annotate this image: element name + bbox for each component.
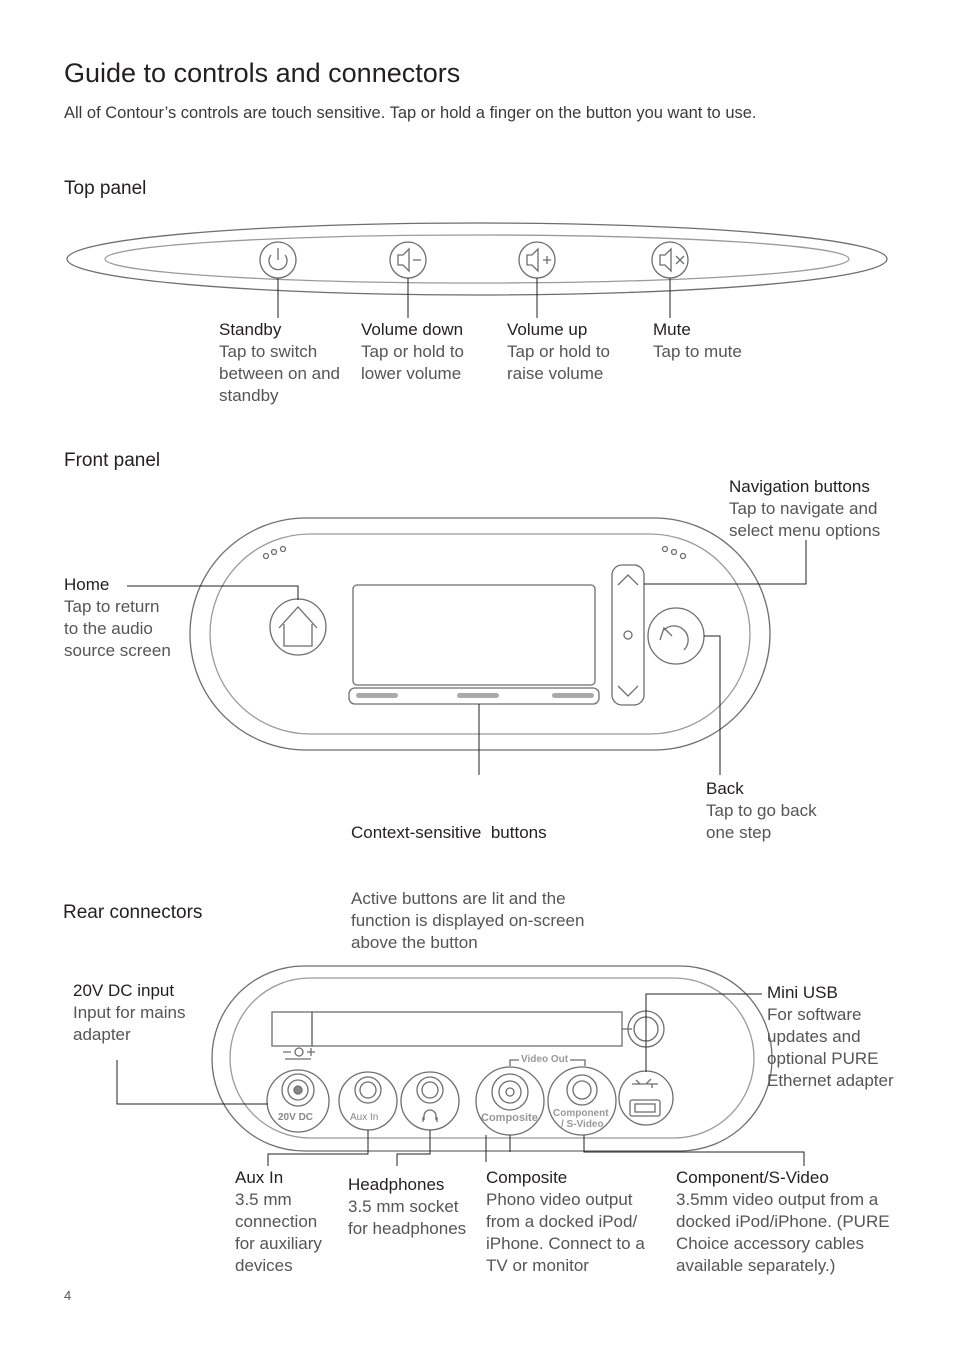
- chevron-up-icon: [617, 574, 639, 586]
- dc-input-socket[interactable]: [266, 1069, 330, 1133]
- home-title: Home: [64, 575, 110, 594]
- mute-desc: Tap to mute: [653, 342, 742, 361]
- standby-title: Standby: [219, 320, 282, 339]
- dc-socket-label: 20V DC: [278, 1112, 314, 1123]
- context-label: Context-sensitive buttons Active buttons…: [351, 778, 584, 976]
- headphones-title: Headphones: [348, 1175, 445, 1194]
- home-label: Home Tap to return to the audio source s…: [64, 574, 171, 662]
- intro-text: All of Contour’s controls are touch sens…: [64, 104, 757, 122]
- mute-button[interactable]: [651, 241, 689, 279]
- rear-connectors-heading: Rear connectors: [63, 902, 203, 923]
- headphones-desc: 3.5 mm socket for headphones: [348, 1197, 467, 1238]
- volume-down-button[interactable]: [389, 241, 427, 279]
- composite-socket[interactable]: [475, 1066, 545, 1136]
- back-arrow-icon: [663, 625, 689, 651]
- dc-input-title: 20V DC input: [73, 981, 175, 1000]
- composite-socket-label: Composite: [481, 1112, 538, 1124]
- mini-usb-desc: For software updates and optional PURE E…: [767, 1005, 894, 1090]
- component-socket[interactable]: [547, 1066, 617, 1136]
- speaker-mute-icon: [659, 247, 672, 273]
- mute-title: Mute: [653, 320, 691, 339]
- navigation-label: Navigation buttons Tap to navigate and s…: [729, 476, 880, 542]
- context-button-1[interactable]: [356, 693, 398, 698]
- front-panel-heading: Front panel: [64, 450, 161, 471]
- standby-button[interactable]: [259, 241, 297, 279]
- volume-down-label: Volume down Tap or hold to lower volume: [361, 319, 464, 385]
- volume-up-title: Volume up: [507, 320, 588, 339]
- speaker-plus-icon: [526, 247, 539, 273]
- aux-in-label: Aux In 3.5 mm connection for auxiliary d…: [235, 1167, 322, 1277]
- component-socket-label-1: Component: [553, 1108, 609, 1119]
- component-label: Component/S-Video 3.5mm video output fro…: [676, 1167, 890, 1277]
- volume-up-desc: Tap or hold to raise volume: [507, 342, 611, 383]
- composite-desc: Phono video output from a docked iPod/ i…: [486, 1190, 645, 1275]
- standby-label: Standby Tap to switch between on and sta…: [219, 319, 340, 407]
- mini-usb-title: Mini USB: [767, 983, 838, 1002]
- dc-polarity-icon: [283, 1047, 315, 1057]
- standby-desc: Tap to switch between on and standby: [219, 342, 340, 405]
- context-button-3[interactable]: [552, 693, 594, 698]
- home-button[interactable]: [269, 598, 327, 656]
- volume-up-button[interactable]: [518, 241, 556, 279]
- home-desc: Tap to return to the audio source screen: [64, 597, 171, 660]
- volume-down-desc: Tap or hold to lower volume: [361, 342, 465, 383]
- page-number: 4: [64, 1288, 72, 1303]
- dc-input-label: 20V DC input Input for mains adapter: [73, 980, 185, 1046]
- context-desc: Active buttons are lit and the function …: [351, 889, 585, 952]
- context-button-2[interactable]: [457, 693, 499, 698]
- mute-label: Mute Tap to mute: [653, 319, 742, 363]
- mini-usb-label: Mini USB For software updates and option…: [767, 982, 894, 1092]
- composite-label: Composite Phono video output from a dock…: [486, 1167, 645, 1277]
- headphones-socket[interactable]: [400, 1071, 460, 1131]
- component-desc: 3.5mm video output from a docked iPod/iP…: [676, 1190, 890, 1275]
- aux-in-desc: 3.5 mm connection for auxiliary devices: [235, 1190, 322, 1275]
- display-screen: [352, 584, 596, 686]
- aux-socket-label: Aux In: [350, 1112, 379, 1123]
- navigation-buttons[interactable]: [611, 564, 645, 706]
- volume-up-label: Volume up Tap or hold to raise volume: [507, 319, 610, 385]
- usb-icon: [632, 1078, 658, 1088]
- component-socket-label-2: / S-Video: [561, 1119, 604, 1130]
- top-panel-leaders: [277, 278, 671, 318]
- navigation-desc: Tap to navigate and select menu options: [729, 499, 881, 540]
- speaker-minus-icon: [397, 247, 410, 273]
- volume-down-title: Volume down: [361, 320, 464, 339]
- navigation-title: Navigation buttons: [729, 477, 870, 496]
- mini-usb-socket[interactable]: [618, 1070, 674, 1126]
- page-title: Guide to controls and connectors: [64, 58, 461, 88]
- back-title: Back: [706, 779, 744, 798]
- chevron-down-icon: [617, 685, 639, 697]
- power-icon: [268, 254, 288, 271]
- home-icon: [278, 606, 318, 647]
- composite-title: Composite: [486, 1168, 568, 1187]
- headphones-icon: [422, 1109, 438, 1122]
- aux-in-title: Aux In: [235, 1168, 284, 1187]
- headphones-label: Headphones 3.5 mm socket for headphones: [348, 1174, 466, 1240]
- top-panel-heading: Top panel: [64, 178, 147, 199]
- back-desc: Tap to go back one step: [706, 801, 817, 842]
- back-button[interactable]: [647, 607, 705, 665]
- top-panel-illustration: [66, 222, 888, 296]
- front-panel-illustration: [189, 517, 771, 751]
- context-title: Context-sensitive buttons: [351, 823, 547, 842]
- front-panel-leaders: [127, 540, 807, 775]
- rear-leaders: [116, 993, 805, 1166]
- back-label: Back Tap to go back one step: [706, 778, 817, 844]
- video-out-label: Video Out: [519, 1054, 571, 1065]
- dc-input-desc: Input for mains adapter: [73, 1003, 186, 1044]
- component-title: Component/S-Video: [676, 1168, 829, 1187]
